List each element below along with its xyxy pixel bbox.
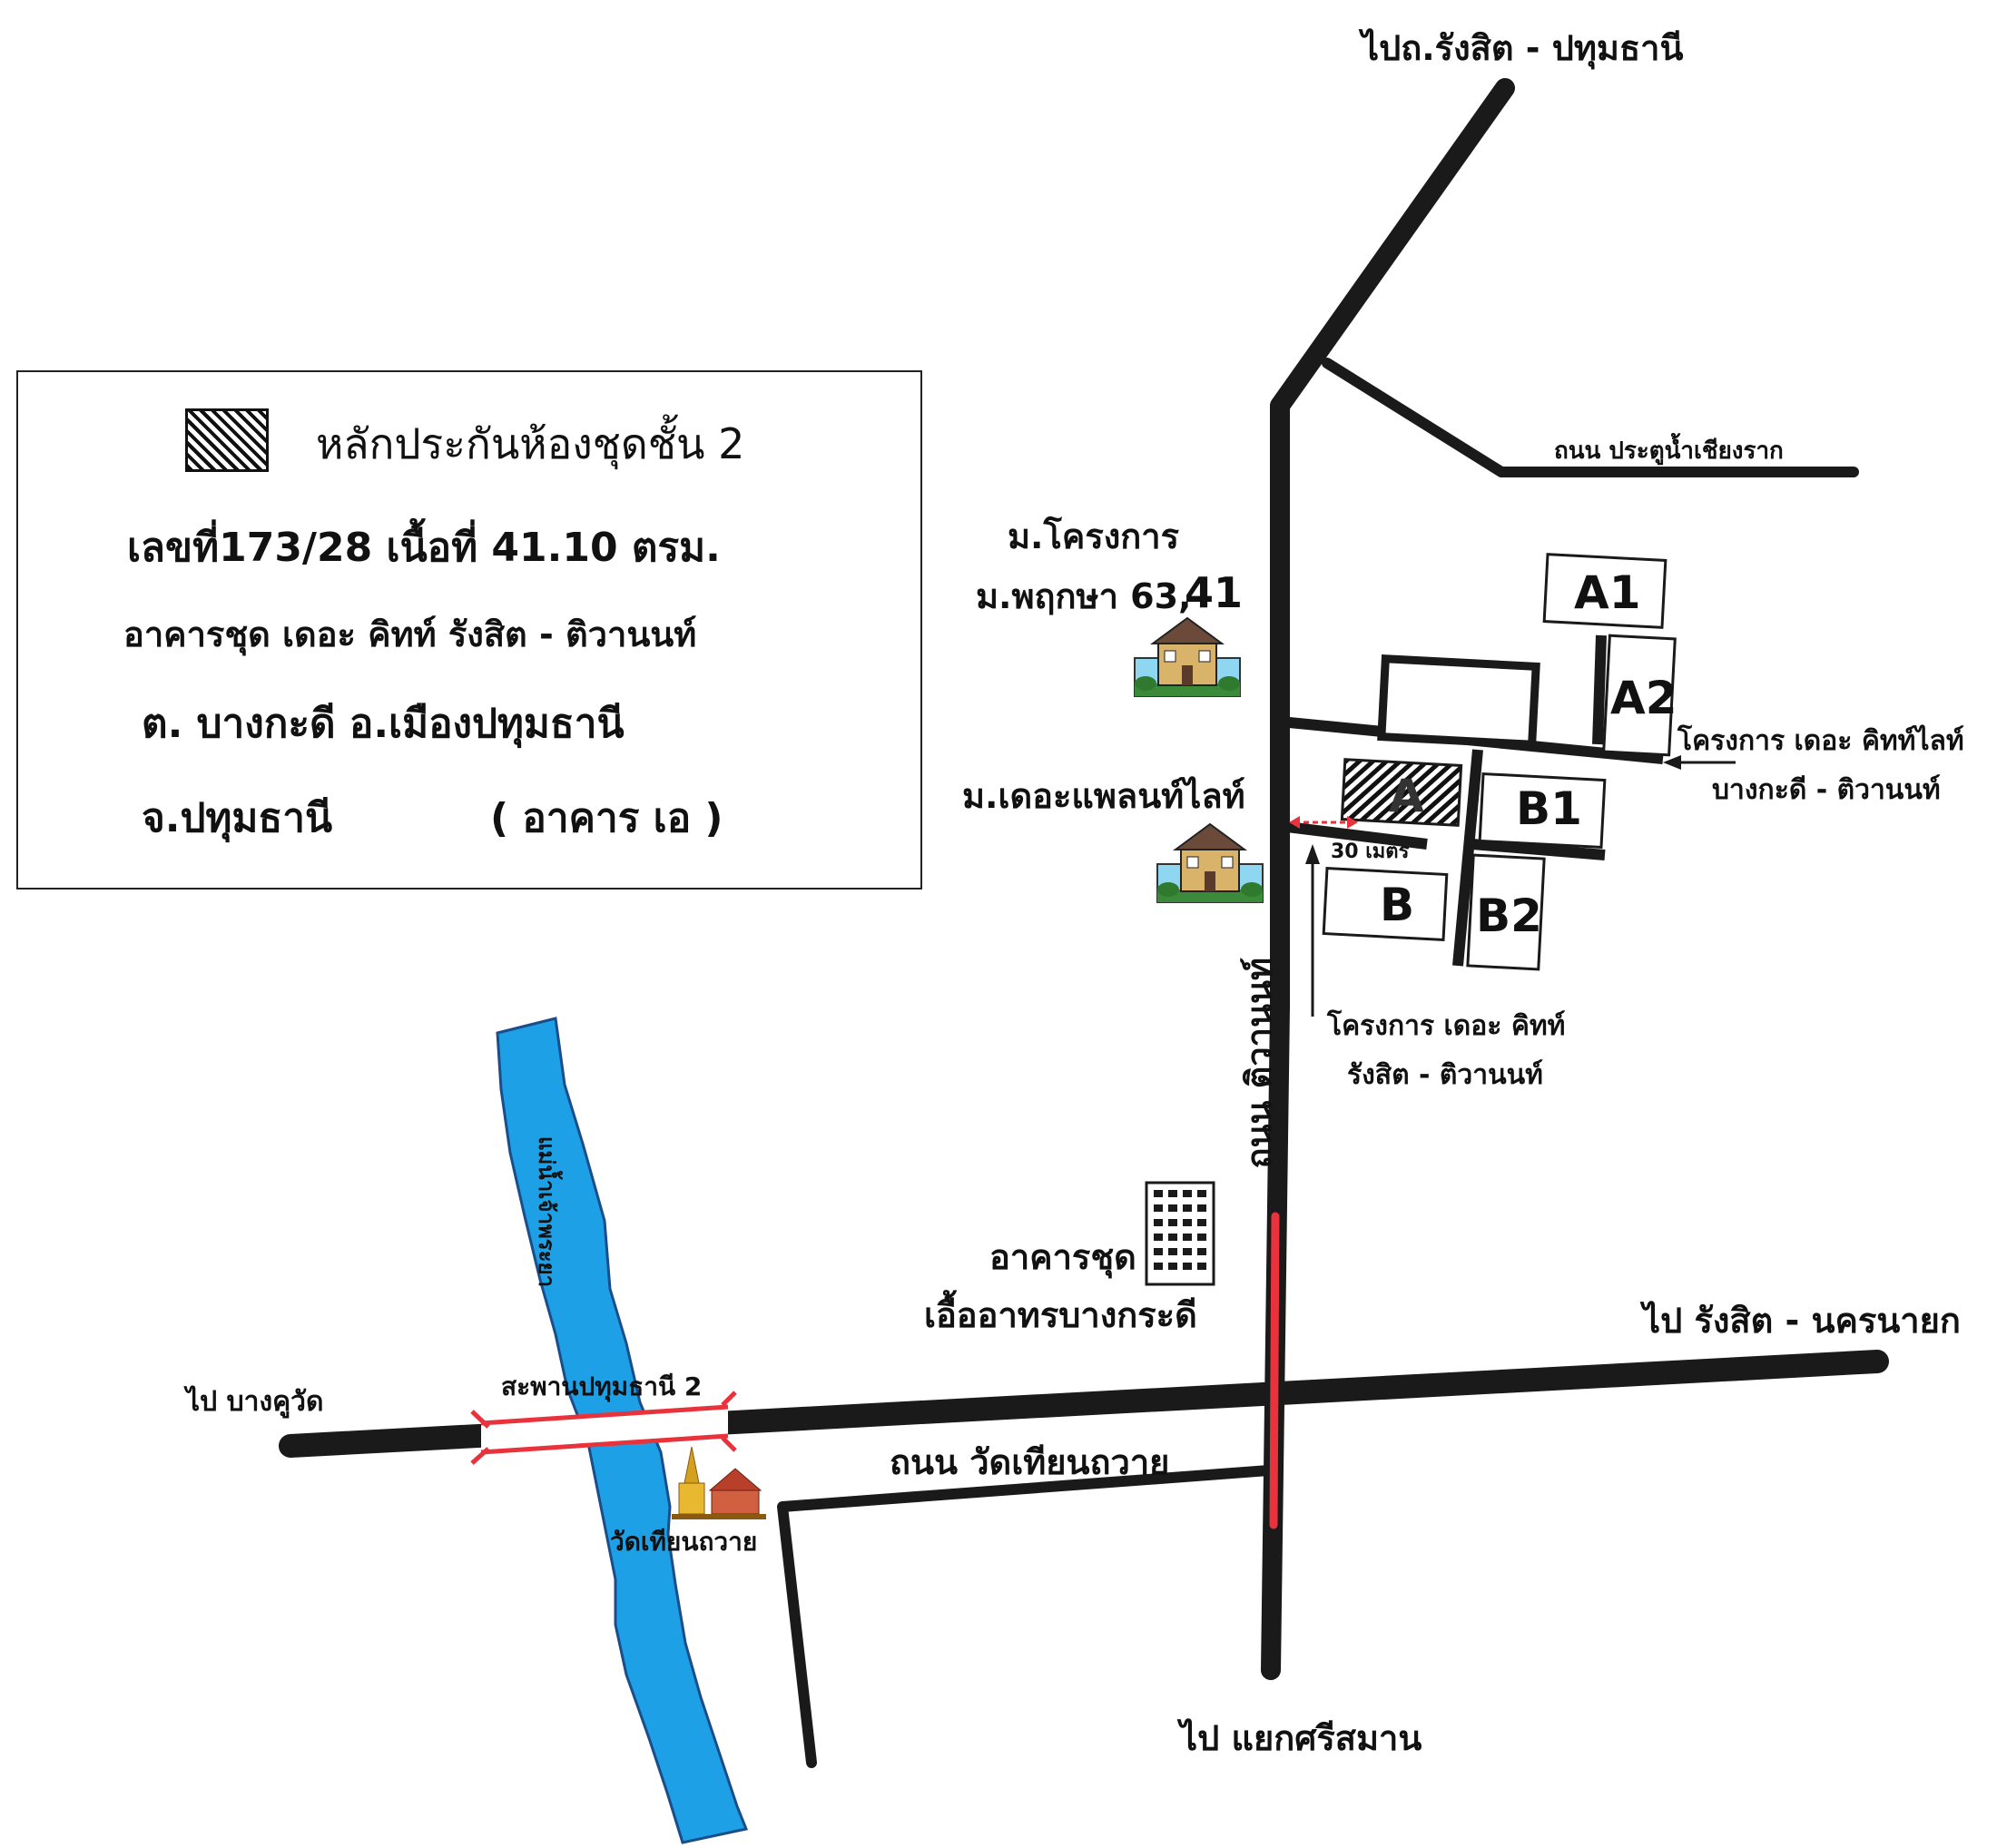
legend-line2: อาคารชุด เดอะ คิทท์ รังสิต - ติวานนท์ (123, 614, 697, 654)
street-a-b (1279, 821, 1428, 850)
east-destination-label: ไป รังสิต - นครนายก (1643, 1301, 1961, 1341)
building-b1 (1478, 772, 1607, 850)
house-icon (1156, 822, 1264, 903)
building-a-label: A (1389, 770, 1424, 822)
road-tiwanon-label: ถนน ติวานนท์ (1239, 958, 1279, 1169)
south-destination-label: ไป แยกศรีสมาน (1180, 1718, 1422, 1758)
legend-line1: เลขที่173/28 เนื้อที่ 41.10 ตรม. (127, 525, 721, 571)
building-b2 (1466, 853, 1546, 971)
temple-label: วัดเทียนถวาย (610, 1527, 758, 1557)
street-b1 (1471, 839, 1606, 860)
legend-box: หลักประกันห้องชุดชั้น 2 เลขที่173/28 เนื… (16, 370, 922, 890)
bridge (470, 1391, 737, 1465)
road-pratu-nam (1322, 358, 1859, 477)
hatched-square-icon (185, 408, 269, 472)
street-vertical (1452, 749, 1483, 967)
legend-title: หลักประกันห้องชุดชั้น 2 (316, 419, 745, 468)
village1-label-c: 41 (1185, 568, 1244, 617)
building-b1-label: B1 (1516, 782, 1582, 835)
building-top (1377, 654, 1540, 750)
building-b (1322, 867, 1449, 941)
legend-line3: ต. บางกะดี อ.เมืองปทุมธานี (142, 701, 625, 747)
west-destination-label: ไป บางคูวัด (186, 1386, 324, 1418)
building-a1 (1542, 553, 1667, 629)
highlight-segment (1269, 1212, 1280, 1529)
river-label: แม่น้ำเจ้าพระยา (534, 1136, 559, 1288)
building-b-label: B (1380, 879, 1415, 931)
building-a2-label: A2 (1610, 672, 1677, 724)
village2-label: ม.เดอะแพลนท์ไลท์ (962, 776, 1245, 816)
house-icon (1134, 616, 1241, 697)
building-a1-label: A1 (1574, 566, 1641, 619)
village1-label-b: ม.พฤกษา 63, (976, 576, 1192, 616)
building-a (1340, 758, 1463, 827)
legend-line4: จ.ปทุมธานี (142, 795, 333, 841)
north-destination-label: ไปถ.รังสิต - ปทุมธานี (1362, 28, 1684, 68)
project-light-label-a: โครงการ เดอะ คิทท์ไลท์ (1677, 725, 1964, 757)
bridge-label: สะพานปทุมธานี 2 (501, 1371, 703, 1401)
project-kitt-label-b: รังสิต - ติวานนท์ (1347, 1059, 1543, 1091)
project-light-label-b: บางกะดี - ติวานนท์ (1712, 774, 1941, 806)
street-a2 (1592, 634, 1607, 745)
condo-label-a: อาคารชุด (989, 1237, 1136, 1277)
village1-label-a: ม.โครงการ (1008, 516, 1180, 556)
distance-indicator (1289, 816, 1358, 829)
building-b2-label: B2 (1476, 890, 1542, 942)
apartment-building-icon (1145, 1181, 1215, 1286)
road-pratu-label: ถนน ประตูน้ำเชียงราก (1554, 437, 1784, 465)
arrow-icon (1663, 755, 1736, 770)
road-wat-label: ถนน วัดเทียนถวาย (890, 1442, 1170, 1482)
temple-icon (672, 1446, 766, 1519)
building-a2 (1602, 634, 1677, 757)
road-wat-tian-thawai (777, 1465, 1274, 1768)
arrow-icon (1305, 844, 1320, 1017)
legend-line5: ( อาคาร เอ ) (490, 795, 723, 841)
project-kitt-label-a: โครงการ เดอะ คิทท์ (1327, 1010, 1566, 1042)
condo-label-b: เอื้ออาทรบางกระดี (924, 1295, 1197, 1335)
distance-label: 30 เมตร (1331, 840, 1410, 863)
